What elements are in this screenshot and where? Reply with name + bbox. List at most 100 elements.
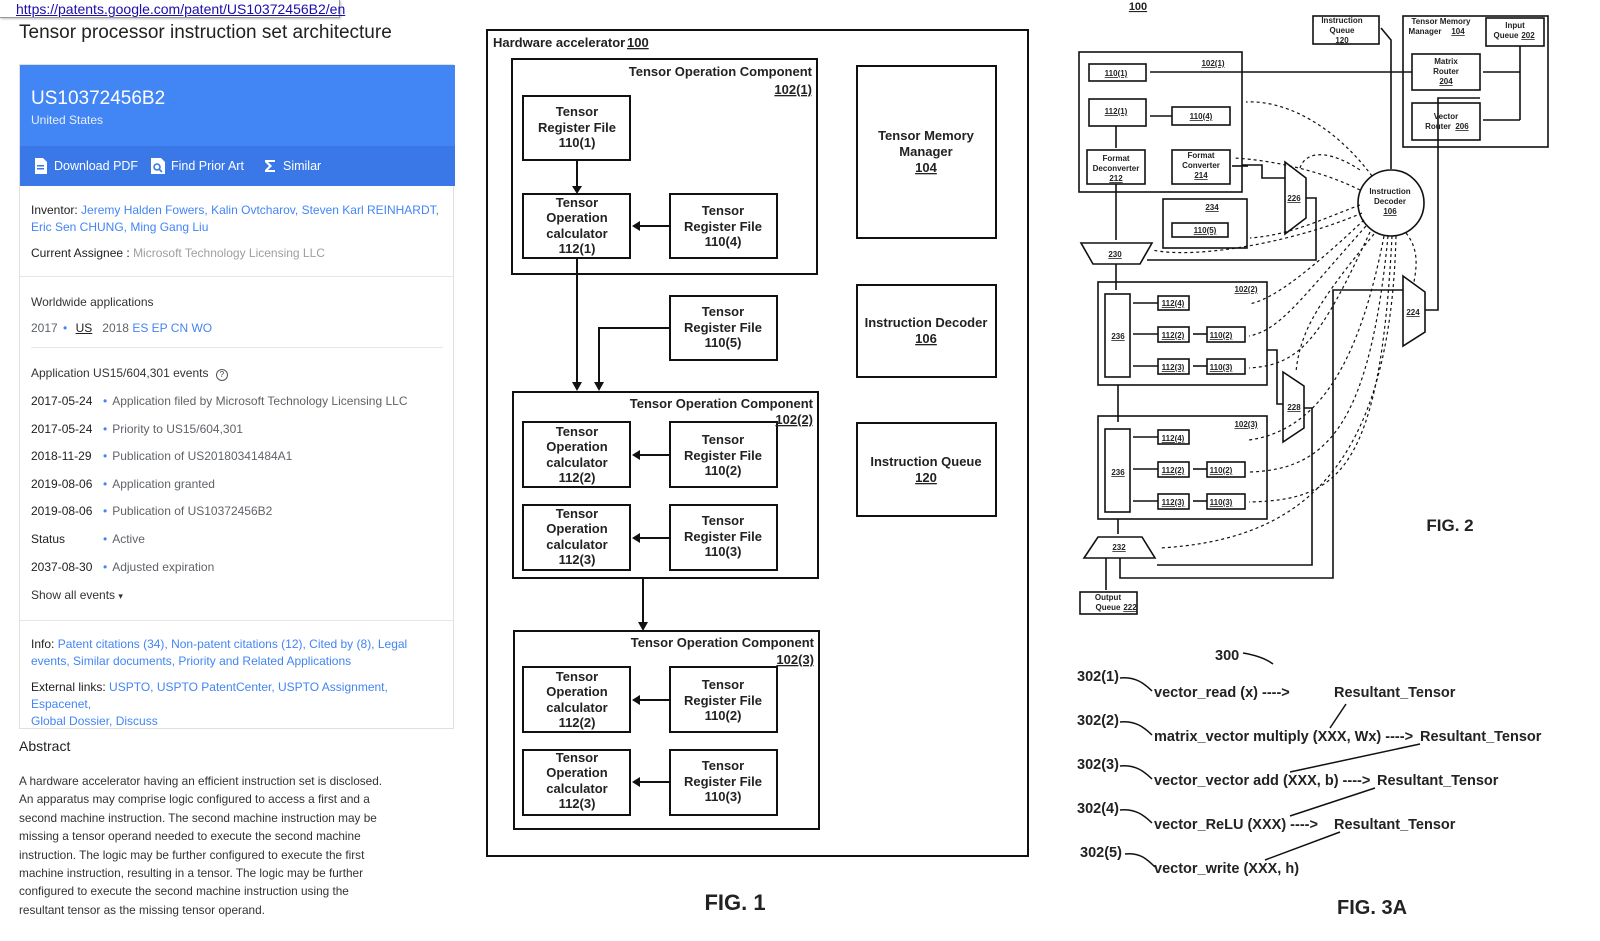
event-row: 2019-08-06•Application granted <box>31 477 215 491</box>
show-all-events-button[interactable]: Show all events ▾ <box>31 587 123 605</box>
search-document-icon <box>151 158 165 174</box>
tensor-memory-manager-box <box>856 65 997 239</box>
resultant-tensor-label: Resultant_Tensor <box>1420 729 1542 745</box>
instruction-text: matrix_vector multiply (XXX, Wx) ----> <box>1154 729 1413 745</box>
event-row: 2037-08-30•Adjusted expiration <box>31 560 214 574</box>
component-ref: 110(5) <box>1194 226 1217 235</box>
component-ref: 112(3) <box>1162 363 1185 372</box>
component-ref: 110(4) <box>1190 112 1213 121</box>
matrix-router-label: Router <box>1433 67 1459 76</box>
converter-label: Format <box>1187 151 1214 160</box>
sigma-icon <box>265 160 275 172</box>
component-ref: 102(1) <box>1201 59 1224 68</box>
instruction-decoder-ref: 106 <box>915 331 937 346</box>
instruction-queue-box <box>856 422 997 517</box>
info-block: Info: Patent citations (34), Non-patent … <box>31 636 443 670</box>
instruction-queue-ref: 120 <box>1335 36 1349 45</box>
fig3a-ref: 300 <box>1215 648 1239 664</box>
input-queue-label: Input <box>1505 21 1525 30</box>
chevron-down-icon: ▾ <box>118 591 123 601</box>
toc-box-3 <box>513 630 820 830</box>
instruction-ref: 302(2) <box>1077 713 1119 729</box>
calc-label: Tensor <box>556 669 598 684</box>
component-ref: 102(2) <box>1234 285 1257 294</box>
inventors-link-line2[interactable]: Eric Sen CHUNG, Ming Gang Liu <box>31 220 209 234</box>
info-label: Info: <box>31 637 55 651</box>
info-links-line1[interactable]: Patent citations (34), Non-patent citati… <box>57 637 408 651</box>
component-ref: 110(3) <box>1210 498 1233 507</box>
bullet-dot: • <box>103 504 108 518</box>
page-title: Tensor processor instruction set archite… <box>19 22 392 43</box>
similar-button[interactable]: Similar <box>263 158 321 174</box>
bullet-dot: • <box>103 394 108 408</box>
ww-countries-2[interactable]: ES EP CN WO <box>132 321 213 335</box>
event-date: 2019-08-06 <box>31 504 93 518</box>
calc-box <box>522 421 631 488</box>
instruction-text: vector_vector add (XXX, b) ----> <box>1154 773 1370 789</box>
events-heading: Application US15/604,301 events ? <box>31 365 228 382</box>
matrix-router-label: Matrix <box>1434 57 1458 66</box>
calc-label: Operation <box>546 210 607 225</box>
card-header: US10372456B2 United States Download PDF … <box>20 65 455 186</box>
calc-label: calculator <box>546 537 607 552</box>
external-links-block: External links: USPTO, USPTO PatentCente… <box>31 679 443 730</box>
event-date: 2017-05-24 <box>31 422 93 436</box>
bullet-dot: • <box>103 449 108 463</box>
trf-ref: 110(2) <box>705 463 742 478</box>
instruction-queue-label: Instruction <box>1321 16 1362 25</box>
help-icon[interactable]: ? <box>215 369 228 381</box>
event-text: Active <box>112 532 145 546</box>
component-ref: 110(2) <box>1210 466 1233 475</box>
calc-label: calculator <box>546 700 607 715</box>
hardware-accelerator-ref: 100 <box>627 35 649 50</box>
component-ref: 226 <box>1287 194 1301 203</box>
trf-label: Register File <box>684 320 762 335</box>
calc-label: calculator <box>546 455 607 470</box>
external-links-line2[interactable]: Global Dossier, Discuss <box>31 714 158 728</box>
output-queue-label: Output <box>1095 593 1122 602</box>
trf-label: Tensor <box>702 758 744 773</box>
download-pdf-button[interactable]: Download PDF <box>34 158 138 174</box>
ww-country-us[interactable]: US <box>75 321 93 335</box>
figure-2-caption: FIG. 2 <box>1426 516 1473 535</box>
trf-label: Tensor <box>702 677 744 692</box>
info-links-line2[interactable]: events, Similar documents, Priority and … <box>31 654 352 668</box>
patent-url-link[interactable]: https://patents.google.com/patent/US1037… <box>16 1 346 17</box>
trf-label: Tensor <box>702 203 744 218</box>
patent-info-pane: https://patents.google.com/patent/US1037… <box>0 0 470 941</box>
divider <box>31 347 443 348</box>
assignee-value[interactable]: Microsoft Technology Licensing LLC <box>133 246 325 260</box>
url-tooltip[interactable]: https://patents.google.com/patent/US1037… <box>0 0 345 18</box>
calc-ref: 112(2) <box>559 715 596 730</box>
input-queue-ref: 202 <box>1521 31 1535 40</box>
trf-ref: 110(5) <box>705 335 742 350</box>
tmm-ref: 104 <box>915 160 937 175</box>
component-ref: 224 <box>1406 308 1420 317</box>
trf-label: Register File <box>684 219 762 234</box>
calc-label: calculator <box>546 226 607 241</box>
trf-label: Register File <box>538 120 616 135</box>
calc-ref: 112(3) <box>559 796 596 811</box>
converter-label: Converter <box>1182 161 1220 170</box>
tmm-label: Tensor Memory <box>878 128 975 143</box>
toc-title: Tensor Operation Component <box>630 396 814 411</box>
calc-ref: 112(2) <box>559 470 596 485</box>
trf-label: Register File <box>684 529 762 544</box>
component-ref: 112(4) <box>1162 299 1185 308</box>
hardware-accelerator-label: Hardware accelerator <box>493 35 625 50</box>
toc-box-1 <box>511 58 818 275</box>
inventors-link-line1[interactable]: Jeremy Halden Fowers, Kalin Ovtcharov, S… <box>81 203 439 217</box>
external-links-line1[interactable]: USPTO, USPTO PatentCenter, USPTO Assignm… <box>31 680 388 711</box>
input-queue-label: Queue <box>1494 31 1519 40</box>
event-date: 2018-11-29 <box>31 449 92 463</box>
component-ref: 110(1) <box>1105 69 1128 78</box>
toc-title: Tensor Operation Component <box>629 64 813 79</box>
find-prior-art-button[interactable]: Find Prior Art <box>151 158 244 174</box>
component-ref: 230 <box>1108 250 1122 259</box>
resultant-tensor-label: Resultant_Tensor <box>1377 773 1499 789</box>
trf-label: Register File <box>684 448 762 463</box>
ww-year-2: 2018 <box>102 321 129 335</box>
event-date: 2037-08-30 <box>31 560 93 574</box>
